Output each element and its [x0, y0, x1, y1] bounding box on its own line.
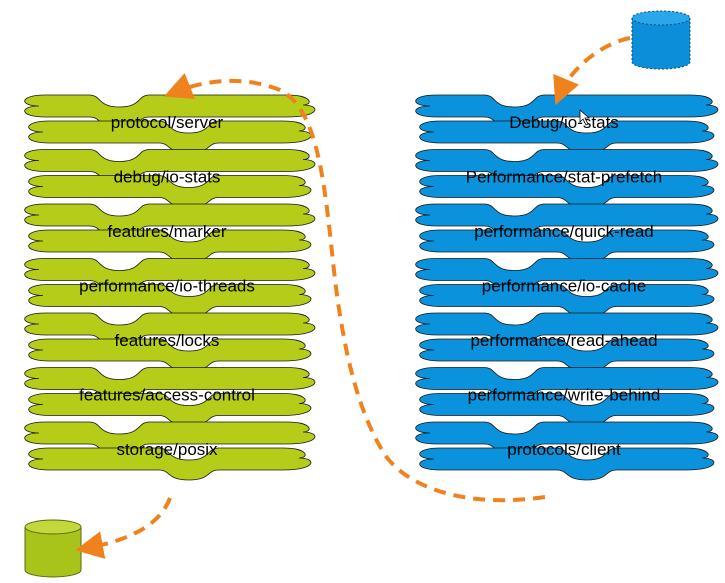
arrow-disk-to-client-stack — [553, 36, 631, 106]
server-layer-piece — [24, 367, 316, 400]
server-layer-piece — [28, 175, 312, 208]
client-layer-piece — [419, 120, 715, 154]
server-layer-piece — [28, 284, 312, 317]
client-layer-label: performance/quick-read — [474, 222, 654, 241]
client-layer-label: Debug/io-stats — [509, 113, 619, 132]
client-layer-piece — [415, 203, 719, 237]
client-layer-piece — [415, 367, 719, 400]
mouse-pointer-icon — [579, 109, 591, 126]
client-layer-piece — [419, 175, 715, 208]
server-layer-label: features/access-control — [79, 386, 255, 405]
arrow-client-to-server-long — [163, 73, 546, 503]
client-layer-piece — [415, 258, 719, 291]
client-layer-piece — [419, 338, 715, 372]
server-layer-piece — [24, 421, 316, 455]
server-layer-piece — [24, 149, 316, 182]
client-layer-piece — [415, 149, 719, 182]
server-layer-label: features/locks — [115, 331, 220, 350]
server-layer-piece — [24, 203, 316, 237]
server-layer-piece — [28, 393, 312, 426]
client-layer-label: performance/read-ahead — [470, 331, 657, 350]
server-translator-stack: protocol/server debug/io-stats features/ma… — [24, 94, 316, 481]
server-layer-label: protocol/server — [111, 113, 224, 132]
server-layer-piece — [28, 447, 312, 481]
client-layer-piece — [415, 421, 719, 455]
server-layer-label: performance/io-threads — [79, 277, 255, 296]
server-layer-piece — [24, 94, 316, 128]
server-layer-piece — [28, 120, 312, 154]
server-storage-disk-icon — [24, 519, 82, 578]
client-layer-label: performance/write-behind — [468, 386, 661, 405]
client-layer-piece — [419, 447, 715, 481]
data-flow-arrows — [75, 36, 631, 559]
client-layer-label: protocols/client — [507, 440, 621, 459]
arrow-server-stack-to-disk — [75, 497, 172, 559]
client-layer-label: Performance/stat-prefetch — [466, 168, 663, 187]
server-layer-piece — [28, 338, 312, 372]
client-layer-piece — [419, 284, 715, 317]
client-layer-piece — [419, 229, 715, 263]
server-layer-label: storage/posix — [116, 440, 218, 459]
client-storage-disk-icon — [631, 10, 691, 70]
server-layer-piece — [24, 258, 316, 291]
client-layer-piece — [419, 393, 715, 426]
client-layer-label: performance/io-cache — [482, 277, 646, 296]
server-layer-label: debug/io-stats — [114, 168, 221, 187]
server-layer-piece — [28, 229, 312, 263]
client-layer-piece — [415, 94, 719, 128]
server-layer-piece — [24, 312, 316, 346]
server-layer-label: features/marker — [107, 222, 226, 241]
client-layer-piece — [415, 312, 719, 346]
